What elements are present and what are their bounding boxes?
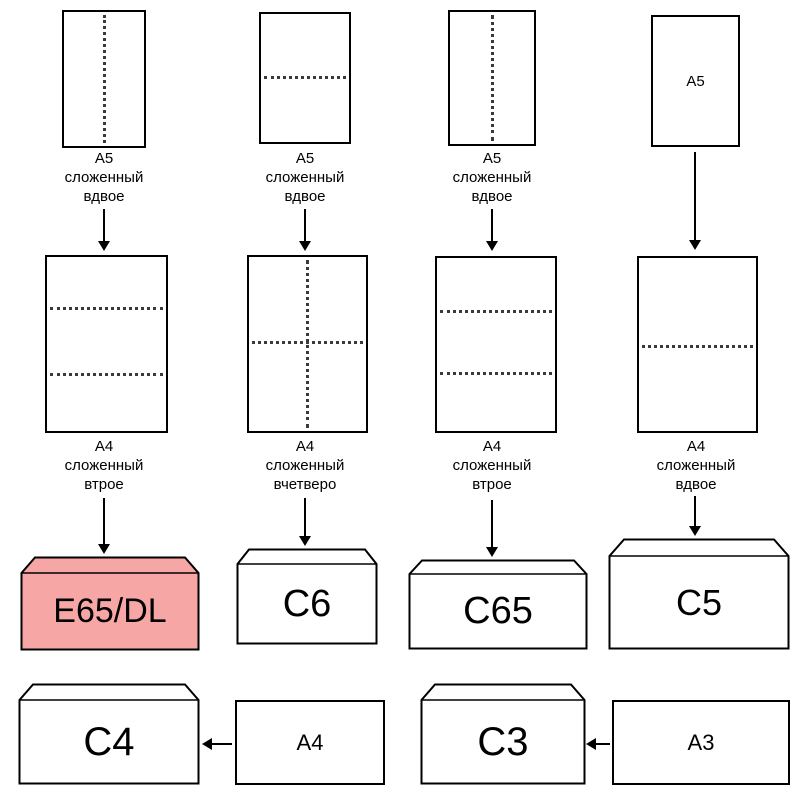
sheet-a4-folded-thirds	[435, 256, 557, 433]
envelope-label: C5	[675, 581, 723, 623]
sheet-a4-folded-quarters	[247, 255, 368, 433]
caption-line: сложенный	[64, 168, 144, 186]
sheet-a4-folded-half	[637, 256, 758, 433]
arrow-left-icon	[586, 738, 610, 750]
caption-line: втрое	[84, 475, 124, 493]
envelope-shape	[236, 548, 378, 645]
caption-a5-col2: A5 сложенный вдвое	[235, 150, 375, 206]
caption-line: A5	[295, 150, 315, 167]
caption-line: вчетверо	[273, 475, 337, 493]
arrow-down-icon	[689, 496, 701, 536]
envelope-label: C3	[477, 719, 529, 764]
envelope-c65: C65	[408, 559, 588, 650]
caption-line: вдвое	[675, 475, 717, 493]
sheet-a5-folded-horizontal	[259, 12, 351, 144]
arrow-down-icon	[486, 209, 498, 251]
caption-line: A4	[482, 438, 502, 455]
caption-line: A4	[686, 438, 706, 455]
envelope-c4: C4	[18, 683, 200, 785]
caption-line: вдвое	[284, 187, 326, 205]
caption-a4-col4: A4 сложенный вдвое	[626, 438, 766, 494]
caption-a4-col3: A4 сложенный втрое	[422, 438, 562, 494]
caption-line: вдвое	[83, 187, 125, 205]
sheet-label: A5	[686, 72, 705, 90]
sheet-label: A3	[687, 729, 715, 755]
caption-line: сложенный	[452, 168, 532, 186]
caption-line: сложенный	[265, 168, 345, 186]
arrow-down-icon	[486, 500, 498, 557]
envelope-shape	[18, 683, 200, 785]
caption-line: вдвое	[471, 187, 513, 205]
caption-line: сложенный	[656, 456, 736, 474]
envelope-shape	[408, 559, 588, 650]
envelope-c6: C6	[236, 548, 378, 645]
caption-a4-col1: A4 сложенный втрое	[34, 438, 174, 494]
envelope-shape	[20, 556, 200, 651]
fold-line-vertical	[103, 15, 106, 143]
sheet-a5-folded-vertical	[62, 10, 146, 148]
arrow-down-icon	[98, 498, 110, 554]
arrow-down-icon	[299, 498, 311, 546]
envelope-e65dl: E65/DL	[20, 556, 200, 651]
arrow-down-icon	[689, 152, 701, 250]
fold-line-horizontal	[642, 345, 753, 348]
sheet-a3-flat: A3	[612, 700, 790, 785]
caption-a5-col1: A5 сложенный вдвое	[34, 150, 174, 206]
caption-line: A4	[295, 438, 315, 455]
fold-line-horizontal	[440, 372, 552, 375]
sheet-a5-unfolded: A5	[651, 15, 740, 147]
envelope-c5: C5	[608, 538, 790, 650]
envelope-shape	[420, 683, 586, 785]
arrow-down-icon	[98, 209, 110, 251]
caption-line: сложенный	[64, 456, 144, 474]
envelope-label: C65	[463, 590, 533, 632]
sheet-a4-folded-thirds	[45, 255, 168, 433]
envelope-c3: C3	[420, 683, 586, 785]
fold-line-vertical	[491, 15, 494, 141]
caption-line: сложенный	[452, 456, 532, 474]
envelope-label: C6	[282, 582, 332, 625]
caption-line: A4	[94, 438, 114, 455]
sheet-a4-flat: A4	[235, 700, 385, 785]
caption-a4-col2: A4 сложенный вчетверо	[235, 438, 375, 494]
fold-line-horizontal	[252, 341, 363, 344]
fold-line-horizontal	[50, 307, 163, 310]
caption-line: втрое	[472, 475, 512, 493]
caption-line: A5	[94, 150, 114, 167]
envelope-shape	[608, 538, 790, 650]
sheet-label: A4	[296, 729, 324, 755]
fold-line-horizontal	[264, 76, 346, 79]
fold-line-horizontal	[50, 373, 163, 376]
fold-line-vertical	[306, 260, 309, 428]
caption-line: сложенный	[265, 456, 345, 474]
envelope-label: C4	[83, 719, 135, 764]
caption-line: A5	[482, 150, 502, 167]
arrow-down-icon	[299, 209, 311, 251]
caption-a5-col3: A5 сложенный вдвое	[422, 150, 562, 206]
envelope-label: E65/DL	[53, 592, 167, 630]
fold-line-horizontal	[440, 310, 552, 313]
arrow-left-icon	[202, 738, 232, 750]
sheet-a5-folded-vertical	[448, 10, 536, 146]
